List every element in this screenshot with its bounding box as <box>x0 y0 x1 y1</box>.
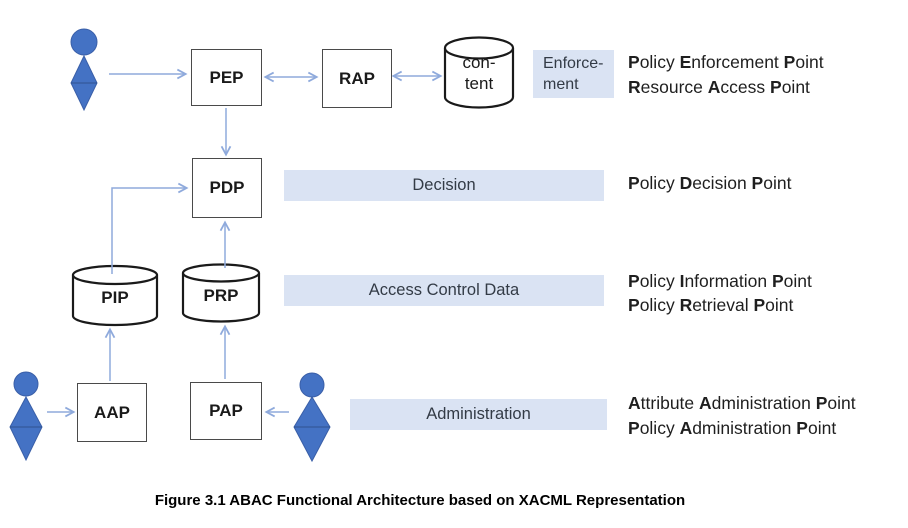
administration-band: Administration <box>350 399 607 430</box>
legend-line-pdp: Policy Decision Point <box>628 173 792 193</box>
prp-node-label: PRP <box>203 286 239 305</box>
rap-node: RAP <box>322 49 392 108</box>
user-icon-bottom-left <box>9 371 43 462</box>
legend-administration: Attribute Administration Point Policy Ad… <box>628 391 856 441</box>
legend-access-control-data: Policy Information Point Policy Retrieva… <box>628 269 812 317</box>
aap-node: AAP <box>77 383 147 442</box>
pip-datastore-icon <box>71 264 159 327</box>
legend-line-pep: Policy Enforcement Point <box>628 52 824 72</box>
arrow-pip-to-pdp <box>111 182 189 274</box>
user-icon-bottom-right <box>293 372 331 463</box>
legend-decision: Policy Decision Point <box>628 171 791 196</box>
enforcement-band: Enforce- ment <box>533 50 614 98</box>
decision-band: Decision <box>284 170 604 201</box>
figure-caption: Figure 3.1 ABAC Functional Architecture … <box>154 492 686 509</box>
legend-line-pap: Policy Administration Point <box>628 418 837 438</box>
prp-datastore-icon <box>181 263 261 323</box>
pip-node-label: PIP <box>101 288 129 307</box>
user-icon-top <box>70 28 98 112</box>
pap-node: PAP <box>190 382 262 440</box>
content-datastore-icon <box>443 36 515 109</box>
legend-line-aap: Attribute Administration Point <box>628 393 856 413</box>
legend-line-prp: Policy Retrieval Point <box>628 295 794 315</box>
access-control-data-band: Access Control Data <box>284 275 604 306</box>
pdp-node: PDP <box>192 158 262 218</box>
legend-line-pip: Policy Information Point <box>628 271 812 291</box>
pep-node: PEP <box>191 49 262 106</box>
content-node-label: con- tent <box>462 53 496 93</box>
legend-line-rap: Resource Access Point <box>628 77 810 97</box>
legend-enforcement: Policy Enforcement Point Resource Access… <box>628 50 824 100</box>
